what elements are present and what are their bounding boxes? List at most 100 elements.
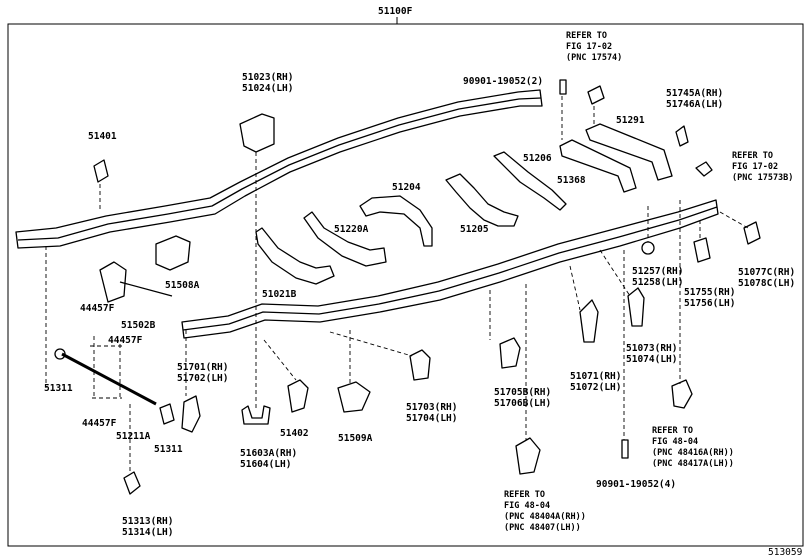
bracket-51023: [239, 113, 275, 153]
label-51311-b: 51311: [154, 444, 183, 455]
diagram-id: 513059: [768, 547, 803, 558]
label-51705b: 51705B(RH) 51706B(LH): [494, 387, 551, 409]
label-51291: 51291: [616, 115, 645, 126]
label-line: (PNC 17574): [566, 53, 623, 63]
leader: [599, 249, 631, 297]
label-51077c: 51077C(RH) 51078C(LH): [738, 267, 795, 289]
bracket-51703: [409, 349, 431, 381]
label-51257: 51257(RH) 51258(LH): [632, 266, 683, 288]
label-line: 51704(LH): [406, 413, 458, 424]
label-line: 51024(LH): [242, 83, 294, 94]
bracket-51745a: [675, 125, 689, 147]
label-line: REFER TO: [732, 151, 773, 161]
crossmember-51205: [445, 173, 519, 227]
crossmember-51220a: [303, 211, 387, 267]
label-line: FIG 17-02: [566, 42, 613, 52]
bracket-51509a: [337, 381, 371, 413]
label-line: 51074(LH): [626, 354, 678, 365]
diagram-border: [7, 23, 804, 547]
label-line: 51703(RH): [406, 402, 458, 413]
label-ref-48404a: REFER TO FIG 48-04 (PNC 48404A(RH)) (PNC…: [504, 490, 586, 534]
label-line: 51078C(LH): [738, 278, 796, 289]
label-line: 51746A(LH): [666, 99, 724, 110]
label-line: 51706B(LH): [494, 398, 552, 409]
grommet-51257: [641, 241, 655, 255]
label-line: REFER TO: [504, 490, 545, 500]
label-51023: 51023(RH) 51024(LH): [242, 72, 293, 94]
label-ref-17573b: REFER TO FIG 17-02 (PNC 17573B): [732, 151, 793, 184]
bracket-51311-b: [159, 403, 175, 425]
bracket-17573b: [695, 161, 713, 177]
leader: [719, 211, 749, 229]
bracket-51071: [579, 299, 599, 343]
label-line: FIG 17-02: [732, 162, 779, 172]
label-44457f-b: 44457F: [108, 335, 143, 346]
label-line: 51756(LH): [684, 298, 736, 309]
label-line: 51701(RH): [177, 362, 229, 373]
label-51204: 51204: [392, 182, 421, 193]
label-ref-17574: REFER TO FIG 17-02 (PNC 17574): [566, 31, 622, 64]
washer-51311-a: [54, 348, 66, 360]
label-51311-a: 51311: [44, 383, 73, 394]
left-side-rail: [15, 89, 543, 249]
rod-51502b: [119, 281, 173, 297]
label-line: (PNC 48416A(RH)): [652, 448, 734, 458]
label-line: REFER TO: [566, 31, 607, 41]
label-51368: 51368: [557, 175, 586, 186]
right-side-rail: [181, 199, 719, 339]
label-line: 51313(RH): [122, 516, 174, 527]
label-51402: 51402: [280, 428, 309, 439]
label-line: 51257(RH): [632, 266, 684, 277]
crossmember-51204: [359, 195, 433, 247]
bracket-51603a: [241, 405, 271, 425]
label-line: 51755(RH): [684, 287, 736, 298]
crossmember-51206: [493, 151, 567, 211]
assembly-label: 51100F: [378, 6, 413, 17]
label-line: (PNC 48404A(RH)): [504, 512, 586, 522]
mount-48404a: [515, 437, 541, 475]
label-51073: 51073(RH) 51074(LH): [626, 343, 677, 365]
label-line: 51604(LH): [240, 459, 292, 470]
bolt-top: [559, 79, 567, 95]
bracket-51077c: [743, 221, 761, 245]
label-51603a: 51603A(RH) 51604(LH): [240, 448, 297, 470]
left-rail-flange: [17, 97, 542, 241]
label-line: 51071(RH): [570, 371, 622, 382]
label-line: (PNC 48407(LH)): [504, 523, 581, 533]
bolt-bottom: [621, 439, 629, 459]
leader: [569, 265, 581, 311]
label-line: 51072(LH): [570, 382, 622, 393]
bracket-51401: [93, 159, 109, 183]
label-51211a: 51211A: [116, 431, 151, 442]
crossmember-51291: [585, 123, 673, 181]
label-51745a: 51745A(RH) 51746A(LH): [666, 88, 723, 110]
label-51205: 51205: [460, 224, 489, 235]
leader: [263, 339, 297, 381]
label-51021b: 51021B: [262, 289, 297, 300]
bracket-51755: [693, 237, 711, 263]
label-51220a: 51220A: [334, 224, 369, 235]
shaft-51211a: [61, 352, 157, 406]
bracket-51402: [287, 379, 309, 413]
label-51508a: 51508A: [165, 280, 200, 291]
bracket-51701: [181, 395, 201, 433]
label-51071: 51071(RH) 51072(LH): [570, 371, 621, 393]
label-line: 51077C(RH): [738, 267, 796, 278]
label-line: 51603A(RH): [240, 448, 298, 459]
label-line: 51314(LH): [122, 527, 174, 538]
label-51206: 51206: [523, 153, 552, 164]
label-51509a: 51509A: [338, 433, 373, 444]
label-line: 51258(LH): [632, 277, 684, 288]
leader: [329, 331, 413, 357]
label-44457f-c: 44457F: [82, 418, 117, 429]
label-line: 51702(LH): [177, 373, 229, 384]
label-44457f-a: 44457F: [80, 303, 115, 314]
label-line: FIG 48-04: [504, 501, 551, 511]
crossmember-51368: [559, 139, 637, 193]
label-line: (PNC 48417A(LH)): [652, 459, 734, 469]
mount-51313: [123, 471, 141, 495]
label-51313: 51313(RH) 51314(LH): [122, 516, 173, 538]
label-51502b: 51502B: [121, 320, 156, 331]
label-51703: 51703(RH) 51704(LH): [406, 402, 457, 424]
